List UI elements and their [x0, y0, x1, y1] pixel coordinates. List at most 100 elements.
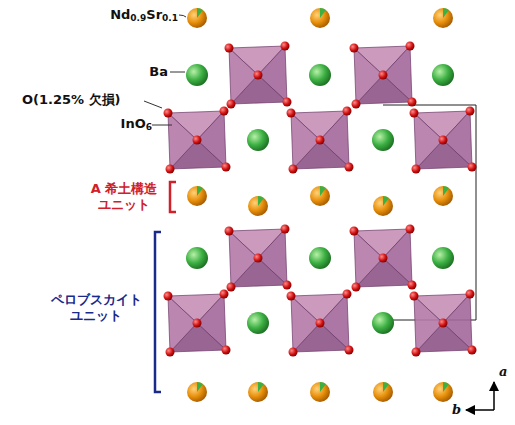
oxygen-atom	[316, 319, 325, 328]
oxygen-atom	[283, 281, 292, 290]
leader-line	[179, 15, 186, 17]
ba-atom	[432, 64, 454, 86]
nd-sr-atom	[373, 196, 393, 216]
ba-atom	[186, 64, 208, 86]
formula-part: 6	[146, 116, 152, 131]
atom-label: Ba	[149, 64, 168, 80]
sr-wedge	[320, 382, 326, 392]
nd-sphere	[433, 382, 453, 402]
axis-arrow	[466, 409, 494, 411]
ba-atom	[186, 247, 208, 269]
unit-cell	[383, 105, 476, 320]
ba-atom	[309, 247, 331, 269]
oxygen-atom	[439, 136, 448, 145]
oxygen-atom	[468, 163, 477, 172]
oxygen-atom	[287, 109, 296, 118]
sr-wedge	[197, 186, 203, 196]
oxygen-atom	[379, 71, 388, 80]
sr-wedge	[383, 382, 389, 392]
nd-sr-atom	[433, 382, 453, 402]
nd-sphere	[310, 382, 330, 402]
sr-wedge	[258, 196, 264, 206]
oxygen-atom	[412, 348, 421, 357]
ba-atom	[372, 129, 394, 151]
sr-wedge	[383, 196, 389, 206]
axis-label: b	[452, 402, 461, 418]
unit-label: A 希土構造 ユニット	[84, 181, 164, 212]
ba-atom	[247, 129, 269, 151]
formula-part: Nd	[110, 7, 130, 22]
unit-label: ペロブスカイト ユニット	[44, 292, 148, 323]
oxygen-atom	[222, 346, 231, 355]
ba-atom	[432, 247, 454, 269]
nd-sr-atom	[248, 382, 268, 402]
subscript: 0.9	[130, 13, 146, 23]
leader-line	[144, 101, 162, 108]
nd-sr-atom	[433, 8, 453, 28]
formula-part: InO	[121, 116, 146, 131]
axis-label: a	[499, 364, 507, 380]
oxygen-atom	[227, 283, 236, 292]
nd-sr-atom	[373, 382, 393, 402]
oxygen-atom	[220, 107, 229, 116]
oxygen-atom	[439, 319, 448, 328]
formula-part: 0.9	[130, 7, 146, 22]
sr-wedge	[320, 186, 326, 196]
oxygen-atom	[289, 348, 298, 357]
ino6-octahedron	[164, 290, 231, 357]
nd-sr-atom	[310, 8, 330, 28]
oxygen-atom	[410, 109, 419, 118]
ino6-octahedron	[225, 42, 292, 109]
oxygen-atom	[406, 42, 415, 51]
ba-atom	[309, 64, 331, 86]
oxygen-atom	[164, 109, 173, 118]
nd-sr-atom	[310, 382, 330, 402]
formula-part: Sr	[146, 7, 162, 22]
rock-salt-bracket	[170, 182, 176, 212]
oxygen-atom	[345, 346, 354, 355]
nd-sphere	[433, 186, 453, 206]
oxygen-atom	[289, 165, 298, 174]
ino6-octahedron	[350, 225, 417, 292]
oxygen-atom	[406, 225, 415, 234]
oxygen-atom	[225, 227, 234, 236]
ino6-octahedron	[287, 290, 354, 357]
sr-wedge	[443, 382, 449, 392]
oxygen-atom	[352, 100, 361, 109]
subscript: 0.1	[162, 13, 178, 23]
ba-atom	[372, 312, 394, 334]
nd-sphere	[187, 8, 207, 28]
oxygen-atom	[193, 136, 202, 145]
ino6-octahedron	[410, 107, 477, 174]
nd-sr-atom	[187, 382, 207, 402]
nd-sr-atom	[433, 186, 453, 206]
oxygen-atom	[343, 107, 352, 116]
leader-line	[170, 72, 185, 73]
sr-wedge	[320, 8, 326, 18]
oxygen-atom	[281, 225, 290, 234]
unit-cell-outline	[383, 105, 476, 320]
oxygen-atom	[166, 165, 175, 174]
oxygen-atom	[281, 42, 290, 51]
nd-sphere	[310, 186, 330, 206]
ino6-octahedron	[350, 42, 417, 109]
ino6-octahedron	[287, 107, 354, 174]
nd-sphere	[433, 8, 453, 28]
nd-sphere	[373, 382, 393, 402]
oxygen-atom	[350, 227, 359, 236]
oxygen-atom	[283, 98, 292, 107]
oxygen-atom	[193, 319, 202, 328]
oxygen-atom	[343, 290, 352, 299]
oxygen-atom	[350, 44, 359, 53]
oxygen-atom	[410, 292, 419, 301]
oxygen-atom	[222, 163, 231, 172]
ino6-octahedron	[164, 107, 231, 174]
leader-lines	[144, 15, 186, 125]
formula-label: Nd0.9Sr0.1	[110, 7, 178, 23]
nd-sr-atom	[187, 186, 207, 206]
axis-arrow	[493, 382, 495, 410]
ba-atom	[247, 312, 269, 334]
oxygen-atom	[379, 254, 388, 263]
axis-arrows	[466, 382, 494, 410]
